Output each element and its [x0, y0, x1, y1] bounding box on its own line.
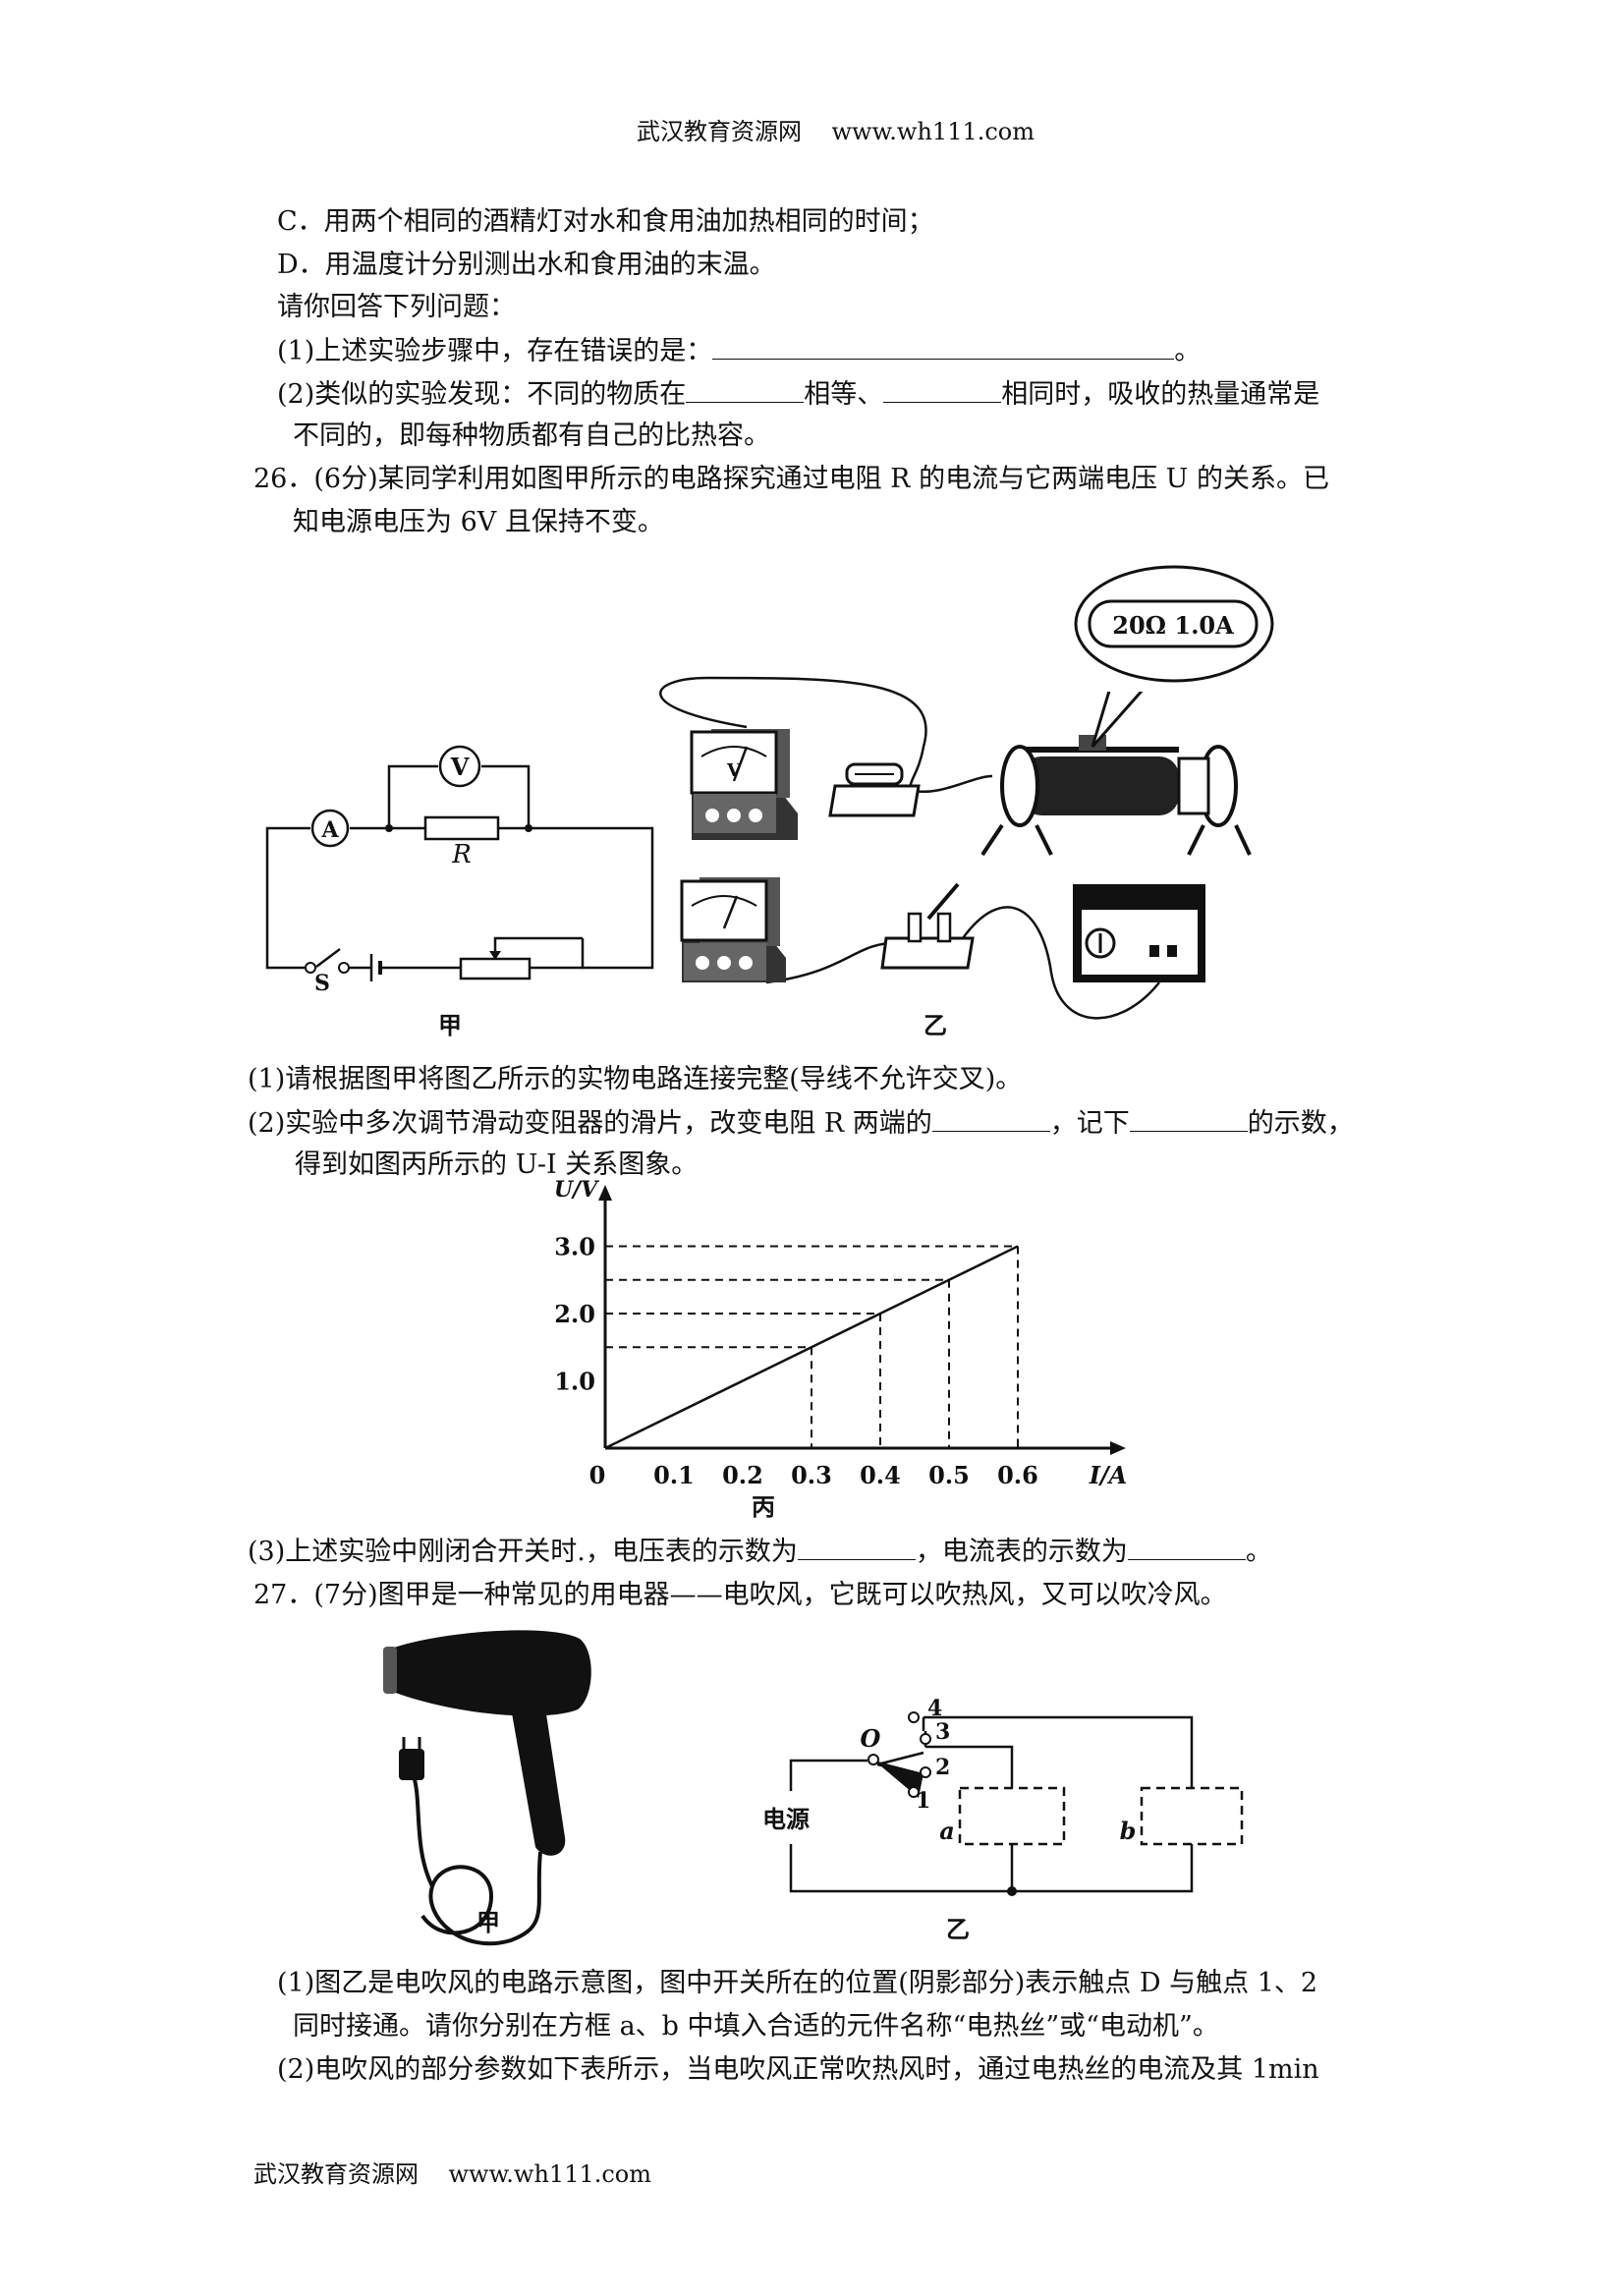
- q26-stem-line1: 26．(6分)某同学利用如图甲所示的电路探究通过电阻 R 的电流与它两端电压 U…: [253, 464, 1330, 494]
- junction-dot: [1007, 1886, 1017, 1896]
- contact-4: [908, 1711, 920, 1723]
- y-axis-arrow: [598, 1184, 612, 1201]
- q25-step-d: D．用温度计分别测出水和食用油的末温。: [277, 250, 776, 280]
- header-url: www.wh111.com: [831, 118, 1035, 145]
- hair-dryer-illustration: [383, 1630, 591, 1946]
- circuit-diagram-jia: [265, 764, 654, 981]
- q25-part1: (1)上述实验步骤中，存在错误的是：。: [277, 336, 1202, 366]
- box-a-label: a: [939, 1817, 955, 1845]
- rating-callout: [1074, 565, 1274, 748]
- footer-url: www.wh111.com: [448, 2160, 652, 2188]
- physical-circuit-yi: V 20Ω 1.0A: [659, 565, 1274, 1020]
- answer-blank[interactable]: [1127, 1538, 1246, 1560]
- q25-part2: (2)类似的实验发现：不同的物质在相等、相同时，吸收的热量通常是: [277, 379, 1320, 410]
- page-footer: 武汉教育资源网 www.wh111.com: [253, 2162, 651, 2186]
- q27-part2: (2)电吹风的部分参数如下表所示，当电吹风正常吹热风时，通过电热丝的电流及其 1…: [277, 2054, 1319, 2085]
- answer-blank[interactable]: [712, 337, 1175, 360]
- q26-part2-cont: 得到如图丙所示的 U-I 关系图象。: [295, 1149, 699, 1180]
- x-axis-label: I/A: [1089, 1461, 1128, 1489]
- chart-caption: 丙: [752, 1492, 775, 1521]
- ammeter-label: A: [320, 817, 339, 843]
- u-i-chart: 0.1 0.2 0.3 0.4 0.5 0.6 0 1.0 2.0 3.0I/A U/V 丙: [554, 1177, 1127, 1521]
- y-tick-label: 3.0: [554, 1233, 595, 1261]
- pivot-O: [867, 1754, 879, 1765]
- q26-part1: (1)请根据图甲将图乙所示的实物电路连接完整(导线不允许交叉)。: [248, 1064, 1023, 1094]
- source-label: 电源: [762, 1805, 810, 1833]
- box-b-label: b: [1120, 1817, 1137, 1845]
- contact-label-4: 4: [927, 1696, 942, 1721]
- q27-part1: (1)图乙是电吹风的电路示意图，图中开关所在的位置(阴影部分)表示触点 D 与触…: [277, 1968, 1318, 1998]
- answer-blank[interactable]: [797, 1538, 916, 1560]
- x-tick-label: 0.4: [860, 1461, 901, 1489]
- voltmeter-face-label: V: [726, 760, 742, 781]
- x-tick-label: 0.1: [653, 1461, 695, 1489]
- q27-fig-jia-caption: 甲: [476, 1908, 500, 1936]
- voltmeter-device: [690, 729, 798, 840]
- rheostat-device: [980, 735, 1252, 857]
- resistor-device: [828, 762, 921, 817]
- origin-label: 0: [589, 1461, 606, 1489]
- page-header: 武汉教育资源网 www.wh111.com: [637, 120, 1035, 143]
- q26-part3: (3)上述实验中刚闭合开关时.，电压表的示数为，电流表的示数为。: [248, 1537, 1272, 1567]
- footer-site: 武汉教育资源网: [253, 2160, 419, 2188]
- contact-label-1: 1: [916, 1788, 930, 1814]
- x-tick-label: 0.5: [928, 1461, 970, 1489]
- contact-label-3: 3: [935, 1719, 950, 1745]
- switch-label: S: [314, 971, 330, 996]
- y-tick-label: 2.0: [554, 1300, 595, 1328]
- x-tick-label: 0.2: [722, 1461, 763, 1489]
- source-gap: [776, 1798, 806, 1837]
- ammeter-symbol: [310, 809, 350, 848]
- resistor-label: R: [451, 840, 472, 869]
- contact-2: [920, 1766, 931, 1778]
- q25-prompt: 请你回答下列问题：: [277, 292, 516, 322]
- answer-blank[interactable]: [931, 1109, 1050, 1132]
- x-tick-label: 0.6: [997, 1461, 1038, 1489]
- x-axis-arrow: [1110, 1441, 1126, 1455]
- contact-label-2: 2: [935, 1755, 950, 1780]
- u-i-line: [604, 1245, 1019, 1450]
- node-dot: [385, 824, 393, 832]
- q25-step-c: C．用两个相同的酒精灯对水和食用油加热相同的时间；: [277, 206, 934, 237]
- contact-3: [920, 1733, 931, 1745]
- q27-fig-yi-caption: 乙: [946, 1915, 970, 1943]
- fig-jia-caption: 甲: [438, 1011, 462, 1039]
- header-site: 武汉教育资源网: [637, 118, 802, 145]
- switch-contact: [338, 962, 350, 974]
- q27-stem: 27．(7分)图甲是一种常见的用电器——电吹风，它既可以吹热风，又可以吹冷风。: [253, 1580, 1227, 1610]
- knife-switch-device: [880, 882, 975, 970]
- node-dot: [525, 824, 532, 832]
- voltmeter-symbol: [438, 745, 481, 788]
- q26-part2: (2)实验中多次调节滑动变阻器的滑片，改变电阻 R 两端的，记下的示数，: [248, 1108, 1354, 1139]
- power-supply-device: [1073, 884, 1205, 982]
- answer-blank[interactable]: [883, 380, 1002, 403]
- q27-part1-cont: 同时接通。请你分别在方框 a、b 中填入合适的元件名称“电热丝”或“电动机”。: [293, 2011, 1219, 2042]
- contact-1: [908, 1786, 920, 1798]
- q25-part2-cont: 不同的，即每种物质都有自己的比热容。: [293, 420, 770, 451]
- y-axis-label: U/V: [554, 1177, 599, 1203]
- ammeter-device: [680, 877, 786, 982]
- fig-yi-caption: 乙: [923, 1011, 947, 1039]
- pivot-label: O: [861, 1724, 881, 1753]
- dryer-circuit-diagram: [789, 1715, 1244, 1893]
- y-tick-label: 1.0: [554, 1368, 595, 1396]
- switch-contact: [305, 962, 316, 974]
- voltmeter-label: V: [450, 753, 470, 781]
- x-tick-label: 0.3: [791, 1461, 832, 1489]
- rheostat-rating: 20Ω 1.0A: [1112, 611, 1234, 640]
- answer-blank[interactable]: [1129, 1109, 1248, 1132]
- answer-blank[interactable]: [686, 380, 805, 403]
- q26-stem-line2: 知电源电压为 6V 且保持不变。: [293, 507, 664, 537]
